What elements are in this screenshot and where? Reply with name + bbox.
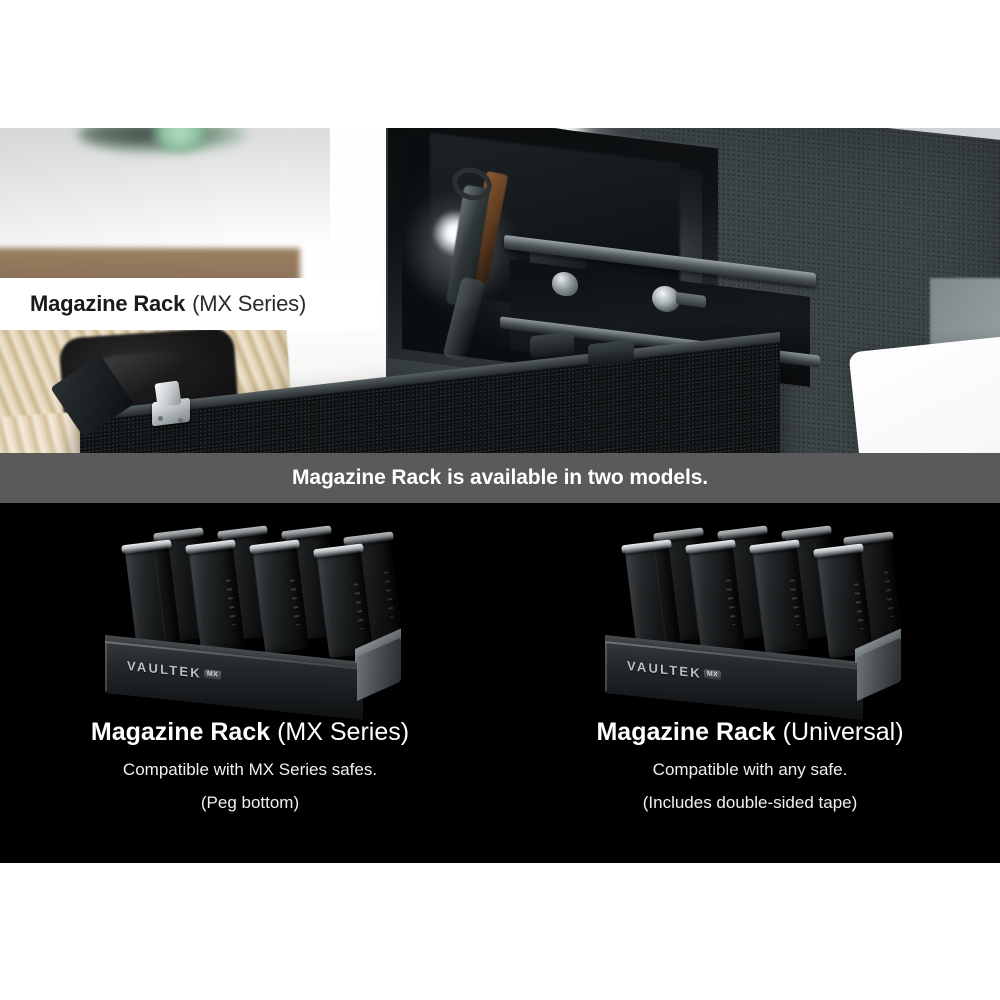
magazine-witness-holes	[289, 579, 301, 626]
hero-badge-title-bold: Magazine Rack	[30, 291, 186, 316]
magazine-floorplate	[281, 525, 332, 541]
product-title-bold-universal: Magazine Rack	[596, 718, 776, 746]
hinge-screw	[178, 418, 183, 423]
white-card-on-counter	[848, 333, 1000, 453]
product-caption-mx: Magazine Rack (MX Series) Compatible wit…	[0, 718, 500, 813]
magazine-seam	[654, 556, 667, 642]
hinge-screw	[158, 416, 163, 421]
magazine-witness-holes	[353, 583, 365, 630]
product-title-universal: Magazine Rack (Universal)	[500, 718, 1000, 747]
product-comparison-section: VAULTEK MX Magazine Rack (MX Series) Com…	[0, 503, 1000, 863]
hero-title-badge: Magazine Rack (MX Series)	[0, 278, 378, 330]
rack-base-universal: VAULTEK MX	[605, 628, 901, 721]
magazine-floorplate	[717, 525, 768, 541]
product-mounting-mx: (Peg bottom)	[200, 792, 300, 812]
magazine-witness-holes	[725, 579, 737, 626]
rack-base-mx: VAULTEK MX	[105, 628, 401, 721]
magazine-witness-holes	[383, 571, 395, 618]
magazine-witness-holes	[883, 571, 895, 618]
availability-banner-text: Magazine Rack is available in two models…	[291, 466, 709, 489]
hero-badge-title-light: (MX Series)	[192, 291, 307, 316]
product-mounting-universal: (Includes double-sided tape)	[642, 792, 858, 812]
rack-base-left-highlight	[105, 643, 107, 691]
product-title-bold-mx: Magazine Rack	[90, 718, 271, 746]
product-title-mx: Magazine Rack (MX Series)	[0, 718, 500, 747]
magazine-rack-render-universal: VAULTEK MX	[605, 525, 905, 721]
magazine-floorplate	[781, 525, 832, 541]
hinge-arm	[154, 380, 182, 408]
product-title-light-universal: (Universal)	[782, 718, 904, 746]
door-stop-foot-left	[530, 331, 574, 359]
magazine-witness-holes	[789, 579, 801, 626]
magazine-seam	[154, 556, 167, 642]
magazine-floorplate	[217, 525, 268, 541]
product-card-universal: VAULTEK MX Magazine Rack (Universal) Com…	[500, 503, 1000, 863]
magazine-floorplate	[621, 539, 672, 555]
magazine-rack-render-mx: VAULTEK MX	[105, 525, 405, 721]
product-compatibility-universal: Compatible with any safe.	[652, 759, 848, 779]
product-card-mx-series: VAULTEK MX Magazine Rack (MX Series) Com…	[0, 503, 500, 863]
product-compatibility-mx: Compatible with MX Series safes.	[122, 759, 378, 779]
product-caption-universal: Magazine Rack (Universal) Compatible wit…	[500, 718, 1000, 813]
hero-photo: Magazine Rack (MX Series)	[0, 128, 1000, 453]
magazine-witness-holes	[853, 583, 865, 630]
product-title-light-mx: (MX Series)	[277, 718, 410, 746]
door-hinge	[148, 380, 190, 427]
vaultek-logo-badge: MX	[203, 669, 222, 680]
vaultek-logo-badge: MX	[703, 669, 722, 680]
magazine-witness-holes	[225, 579, 237, 626]
availability-banner: Magazine Rack is available in two models…	[0, 453, 1000, 503]
magazine-floorplate	[121, 539, 172, 555]
rack-base-left-highlight	[605, 643, 607, 691]
